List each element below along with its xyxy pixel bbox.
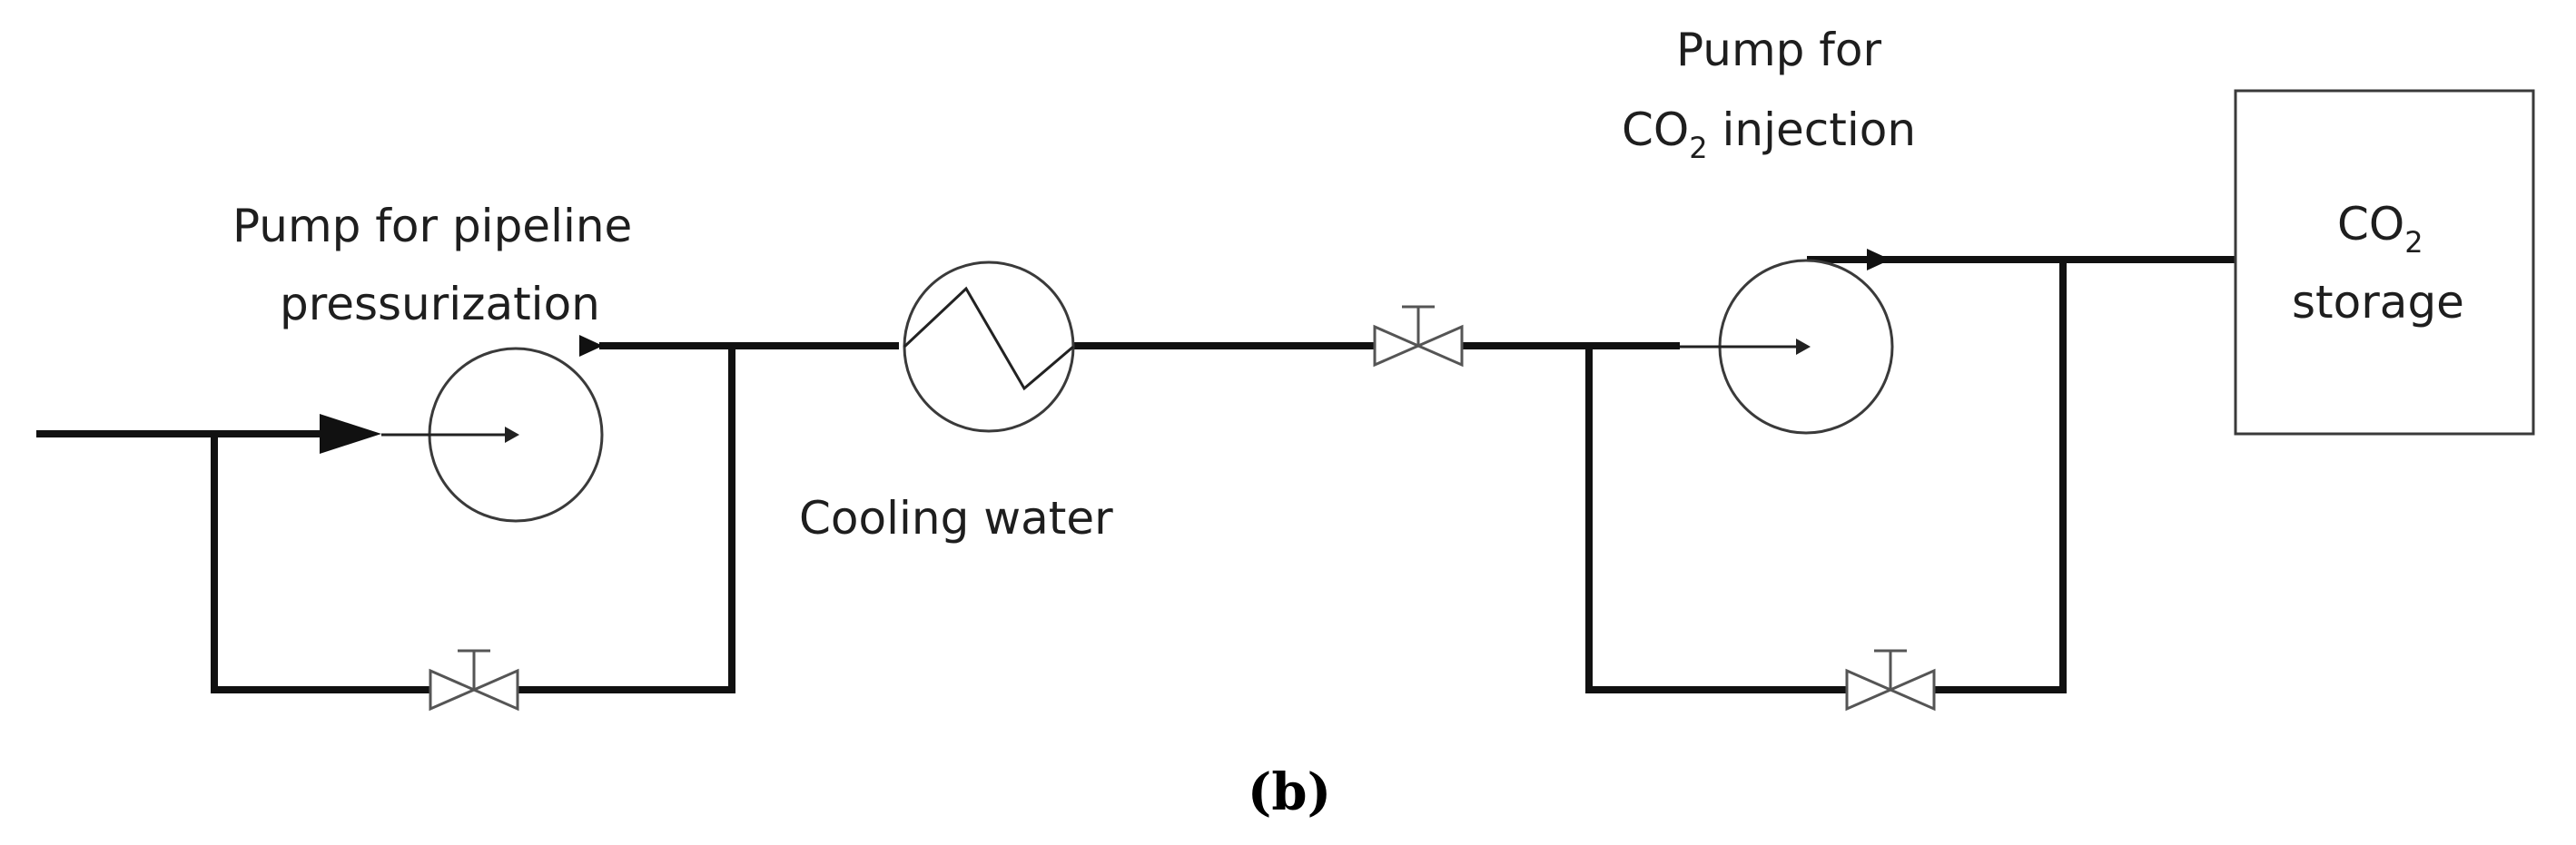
bypass-loop-1-pipe	[211, 434, 436, 693]
bowtie-valve-icon	[429, 668, 478, 712]
pump-injection-label-line2: CO2 injection	[1622, 103, 1916, 165]
storage-co: CO	[2337, 198, 2404, 251]
pump-injection-label-line1: Pump for	[1676, 24, 1881, 76]
figure-caption: (b)	[1248, 762, 1331, 822]
pump-injection-subscript: 2	[1689, 131, 1707, 165]
bypass-loop-2-pipe	[1585, 346, 1849, 693]
bowtie-valve-icon	[1845, 668, 1894, 712]
co2-injection-pump	[1680, 259, 1894, 435]
bypass-2-valve	[1845, 649, 1936, 712]
bypass-loop-2-return-pipe	[1932, 260, 2067, 693]
heat-exchanger-zigzag-icon	[903, 286, 1074, 391]
pipeline-pressurization-pump	[381, 347, 604, 523]
heat-exchanger-circle-icon	[903, 260, 1075, 433]
pump-injection-rest: injection	[1708, 103, 1916, 156]
pump2-outlet-arrow-icon	[1867, 249, 1890, 270]
inlet-flow-arrow-icon	[320, 414, 381, 454]
pump-injection-co: CO	[1622, 103, 1689, 156]
main-line-valve	[1373, 305, 1464, 368]
pump-inner-arrowhead-icon	[1796, 339, 1811, 355]
storage-label-line2: storage	[2292, 276, 2464, 329]
pump-pipeline-label-line2: pressurization	[280, 278, 600, 330]
bypass-1-valve	[429, 649, 519, 712]
bowtie-valve-icon	[1415, 324, 1464, 368]
co2-storage-tank	[2234, 89, 2535, 436]
heat-exchanger	[903, 260, 1075, 433]
storage-label-line1: CO2	[2337, 198, 2423, 260]
pump1-outlet-arrow-icon	[579, 335, 603, 357]
bowtie-valve-icon	[1887, 668, 1936, 712]
bypass-loop-1-return-pipe	[508, 346, 735, 693]
storage-subscript: 2	[2404, 225, 2423, 260]
bowtie-valve-icon	[1373, 324, 1422, 368]
cooling-water-label: Cooling water	[799, 492, 1113, 545]
bowtie-valve-icon	[470, 668, 519, 712]
pump-inner-arrowhead-icon	[505, 427, 519, 443]
pump-pipeline-label-line1: Pump for pipeline	[232, 200, 632, 252]
